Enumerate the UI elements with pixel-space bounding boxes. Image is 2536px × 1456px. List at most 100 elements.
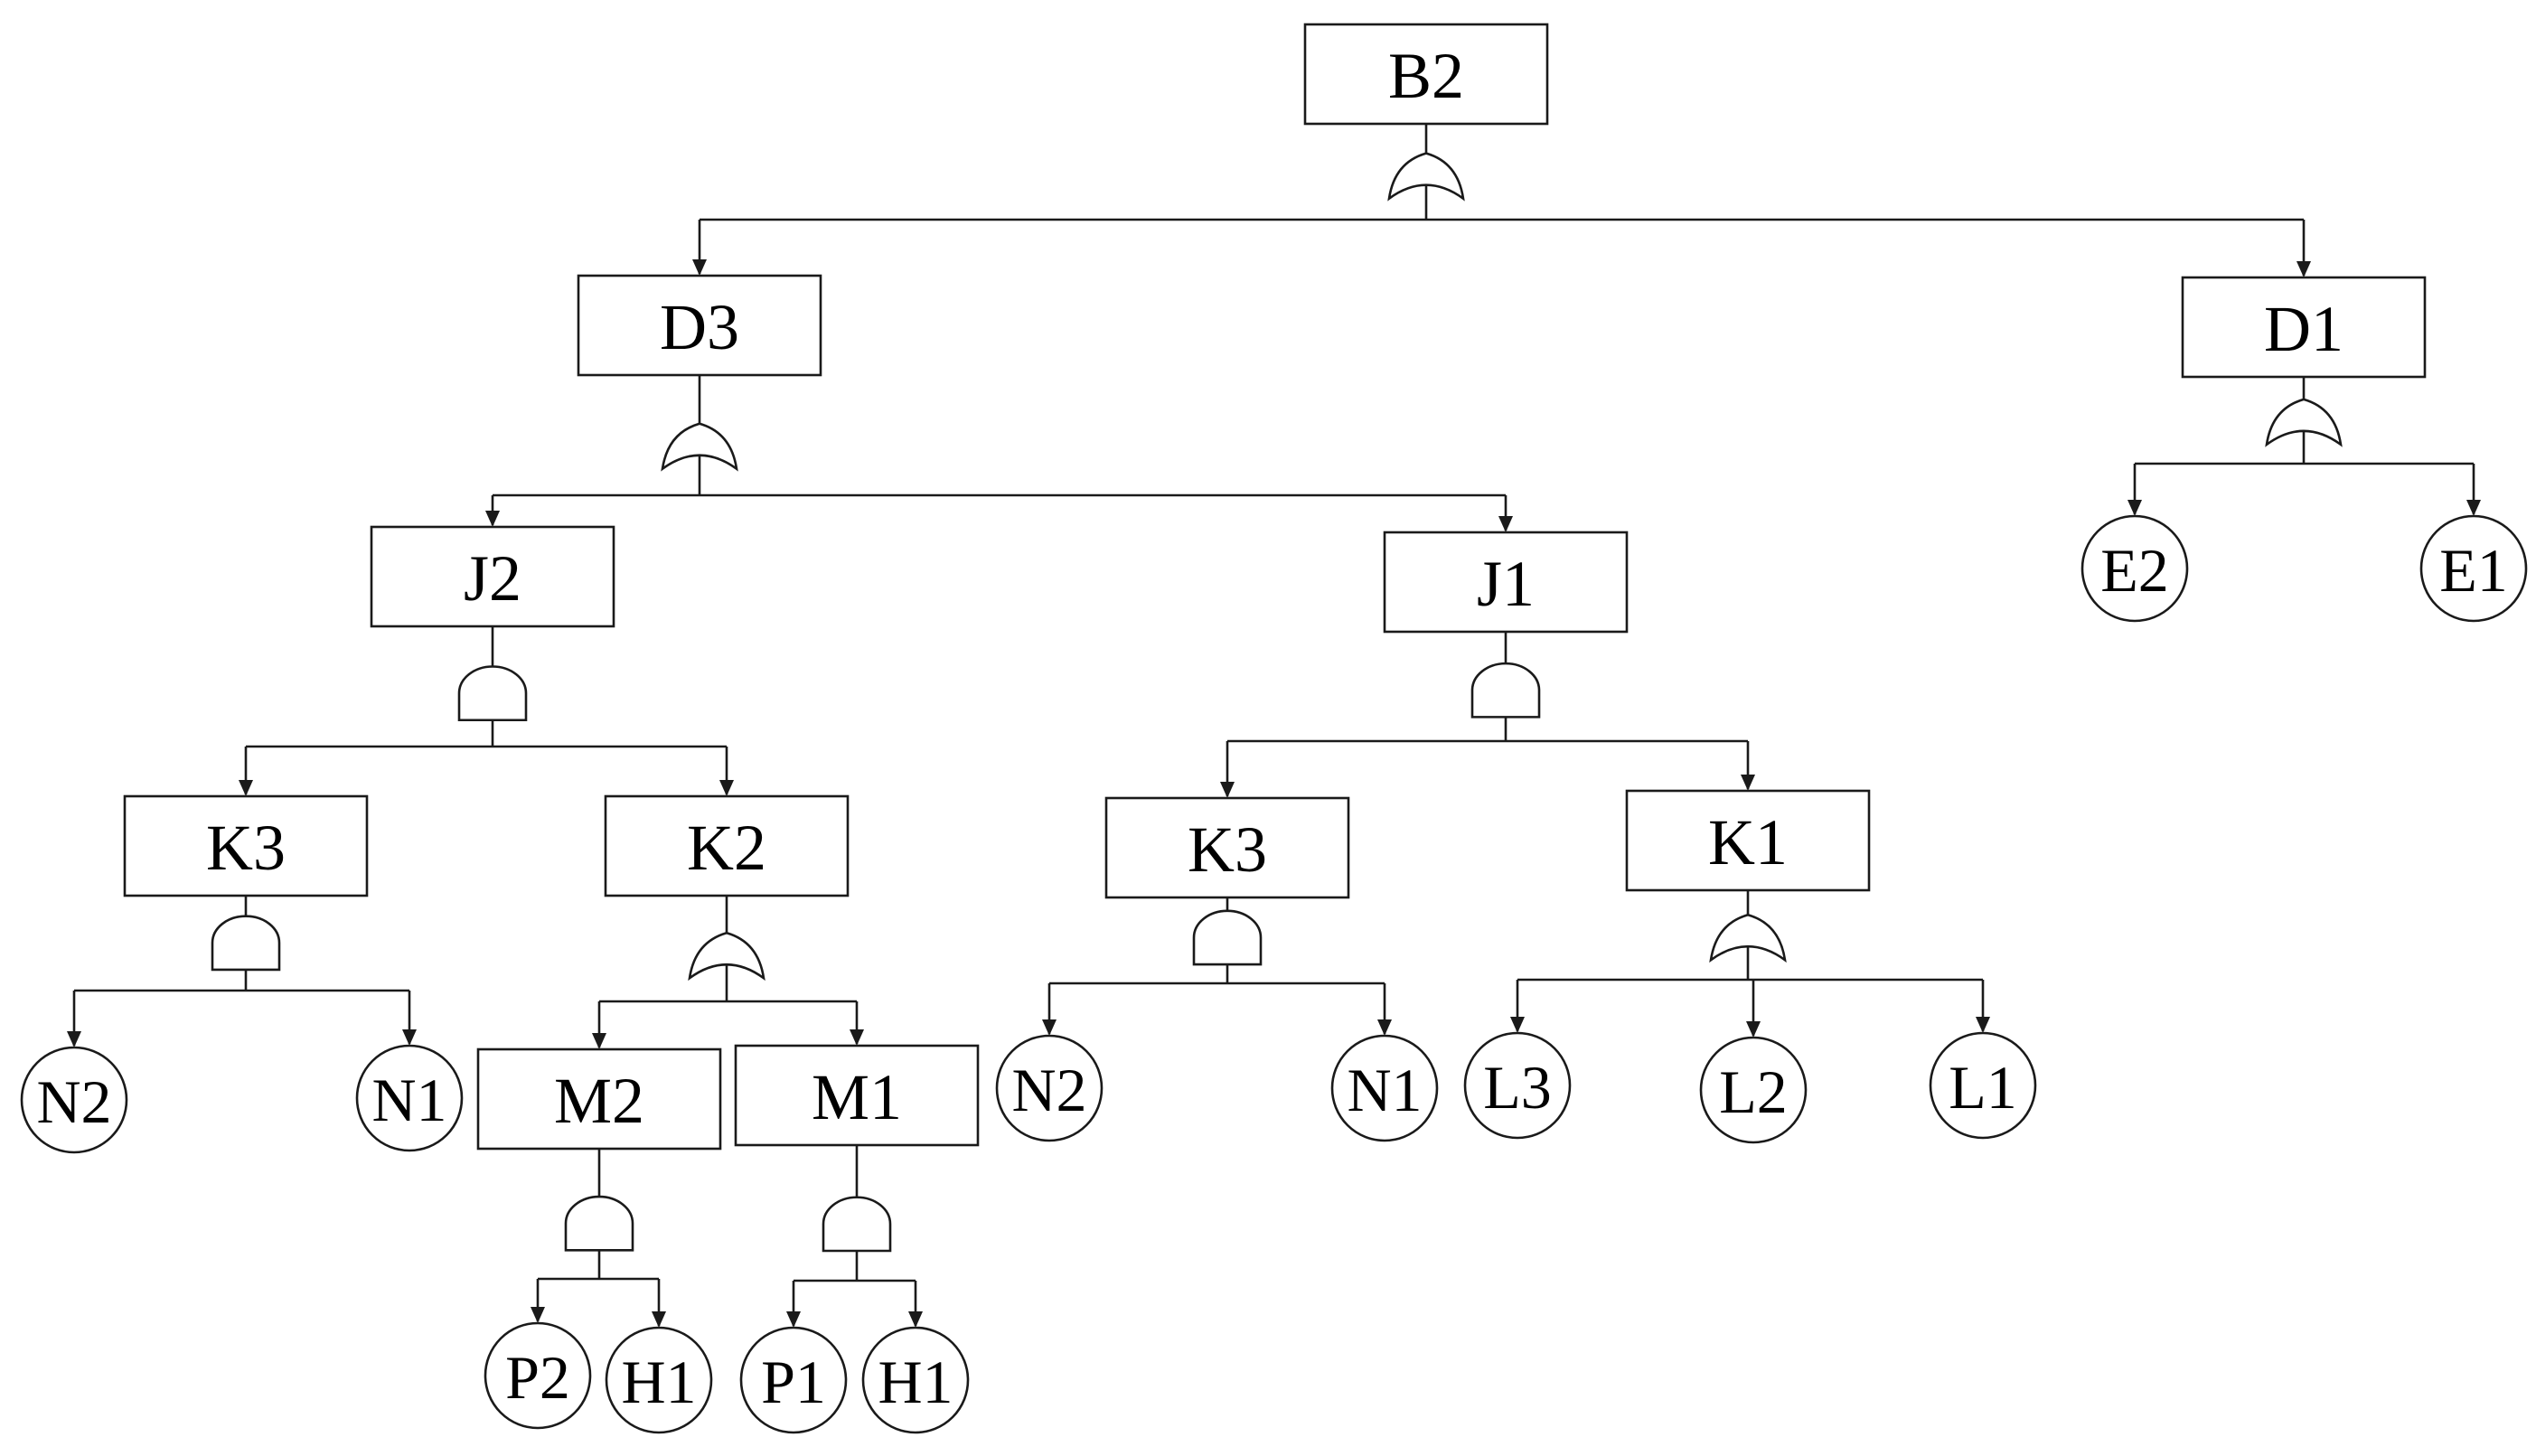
node-label: M2 [554,1065,644,1137]
node-label: E1 [2439,536,2508,605]
event-box-d1: D1 [2181,276,2427,379]
and-gate-shape [822,1196,892,1253]
basic-event-circle [995,1034,1104,1142]
node-label: K3 [1188,813,1267,886]
basic-event-circle [2419,514,2528,623]
node-label: K3 [206,812,286,884]
and-gate-shape [564,1195,634,1252]
event-box-frame [370,525,615,628]
basic-event-h1: H1 [605,1326,713,1434]
basic-event-circle [605,1326,713,1434]
or-gate-shape [661,422,738,472]
basic-event-circle [739,1326,848,1434]
node-label: L3 [1483,1053,1552,1122]
node-label: K1 [1708,806,1788,878]
arrow-head [1220,782,1235,798]
event-box-frame [1625,789,1871,892]
arrow-head [850,1029,864,1046]
or-gate-icon [661,422,738,472]
event-box-k3: K3 [123,794,369,897]
or-gate-shape [1387,152,1465,202]
basic-event-l1: L1 [1929,1031,2037,1140]
basic-event-circle [861,1326,970,1434]
arrow-head [1042,1019,1057,1036]
arrow-head [402,1029,417,1046]
or-gate-icon [1709,913,1787,963]
event-box-k2: K2 [604,794,850,897]
node-label: M1 [812,1061,902,1133]
node-label: N1 [371,1066,446,1134]
basic-event-h1: H1 [861,1326,970,1434]
event-box-frame [1303,23,1549,126]
and-gate-shape [211,915,281,972]
and-gate-shape [1192,909,1263,966]
basic-event-p2: P2 [484,1321,592,1430]
event-box-k1: K1 [1625,789,1871,892]
arrow-head [1498,516,1513,532]
basic-event-n1: N1 [355,1044,464,1152]
arrow-head [592,1033,606,1049]
node-label: N2 [36,1067,111,1136]
arrow-head [531,1307,545,1323]
arrow-head [692,259,707,276]
basic-event-l3: L3 [1463,1031,1572,1140]
event-box-frame [123,794,369,897]
basic-event-l2: L2 [1699,1036,1808,1144]
arrow-head [719,780,734,796]
node-label: D1 [2264,293,2343,365]
node-label: P1 [761,1348,826,1416]
gate-layer [211,152,2343,1253]
event-box-frame [1104,796,1350,899]
event-box-j2: J2 [370,525,615,628]
event-box-frame [604,794,850,897]
basic-event-circle [1330,1034,1439,1142]
event-box-b2: B2 [1303,23,1549,126]
basic-event-p1: P1 [739,1326,848,1434]
arrow-head [67,1031,81,1047]
node-label: J2 [464,542,521,615]
arrow-head [485,511,500,527]
event-box-m1: M1 [734,1044,980,1147]
basic-event-circle [1463,1031,1572,1140]
event-box-frame [2181,276,2427,379]
connector-layer [67,124,2481,1328]
and-gate-icon [564,1195,634,1252]
basic-event-n1: N1 [1330,1034,1439,1142]
basic-event-n2: N2 [995,1034,1104,1142]
node-label: K2 [687,812,766,884]
event-box-frame [1383,531,1629,634]
arrow-head [1976,1017,1990,1033]
event-box-frame [476,1047,722,1151]
basic-event-circle [2080,514,2189,623]
node-label: E2 [2100,536,2169,605]
basic-event-circle [20,1046,128,1154]
and-gate-icon [1192,909,1263,966]
event-box-j1: J1 [1383,531,1629,634]
or-gate-shape [2265,398,2343,447]
and-gate-icon [822,1196,892,1253]
basic-event-circle [1699,1036,1808,1144]
node-label: P2 [505,1343,570,1412]
and-gate-icon [1470,662,1541,719]
or-gate-shape [1709,913,1787,963]
event-box-frame [577,274,822,377]
arrow-head [2466,500,2481,516]
arrow-head [652,1311,666,1328]
or-gate-icon [2265,398,2343,447]
arrow-head [908,1311,923,1328]
arrow-head [239,780,253,796]
arrow-head [1746,1021,1761,1038]
arrow-head [1377,1019,1392,1036]
node-label: B2 [1388,40,1464,112]
event-box-k3: K3 [1104,796,1350,899]
arrow-head [1741,775,1755,791]
and-gate-shape [457,665,528,722]
arrow-head [1510,1017,1525,1033]
node-label: N1 [1347,1056,1422,1124]
event-box-d3: D3 [577,274,822,377]
node-label: N2 [1011,1056,1086,1124]
node-label: L2 [1719,1057,1788,1126]
or-gate-shape [688,931,765,982]
arrow-head [786,1311,801,1328]
